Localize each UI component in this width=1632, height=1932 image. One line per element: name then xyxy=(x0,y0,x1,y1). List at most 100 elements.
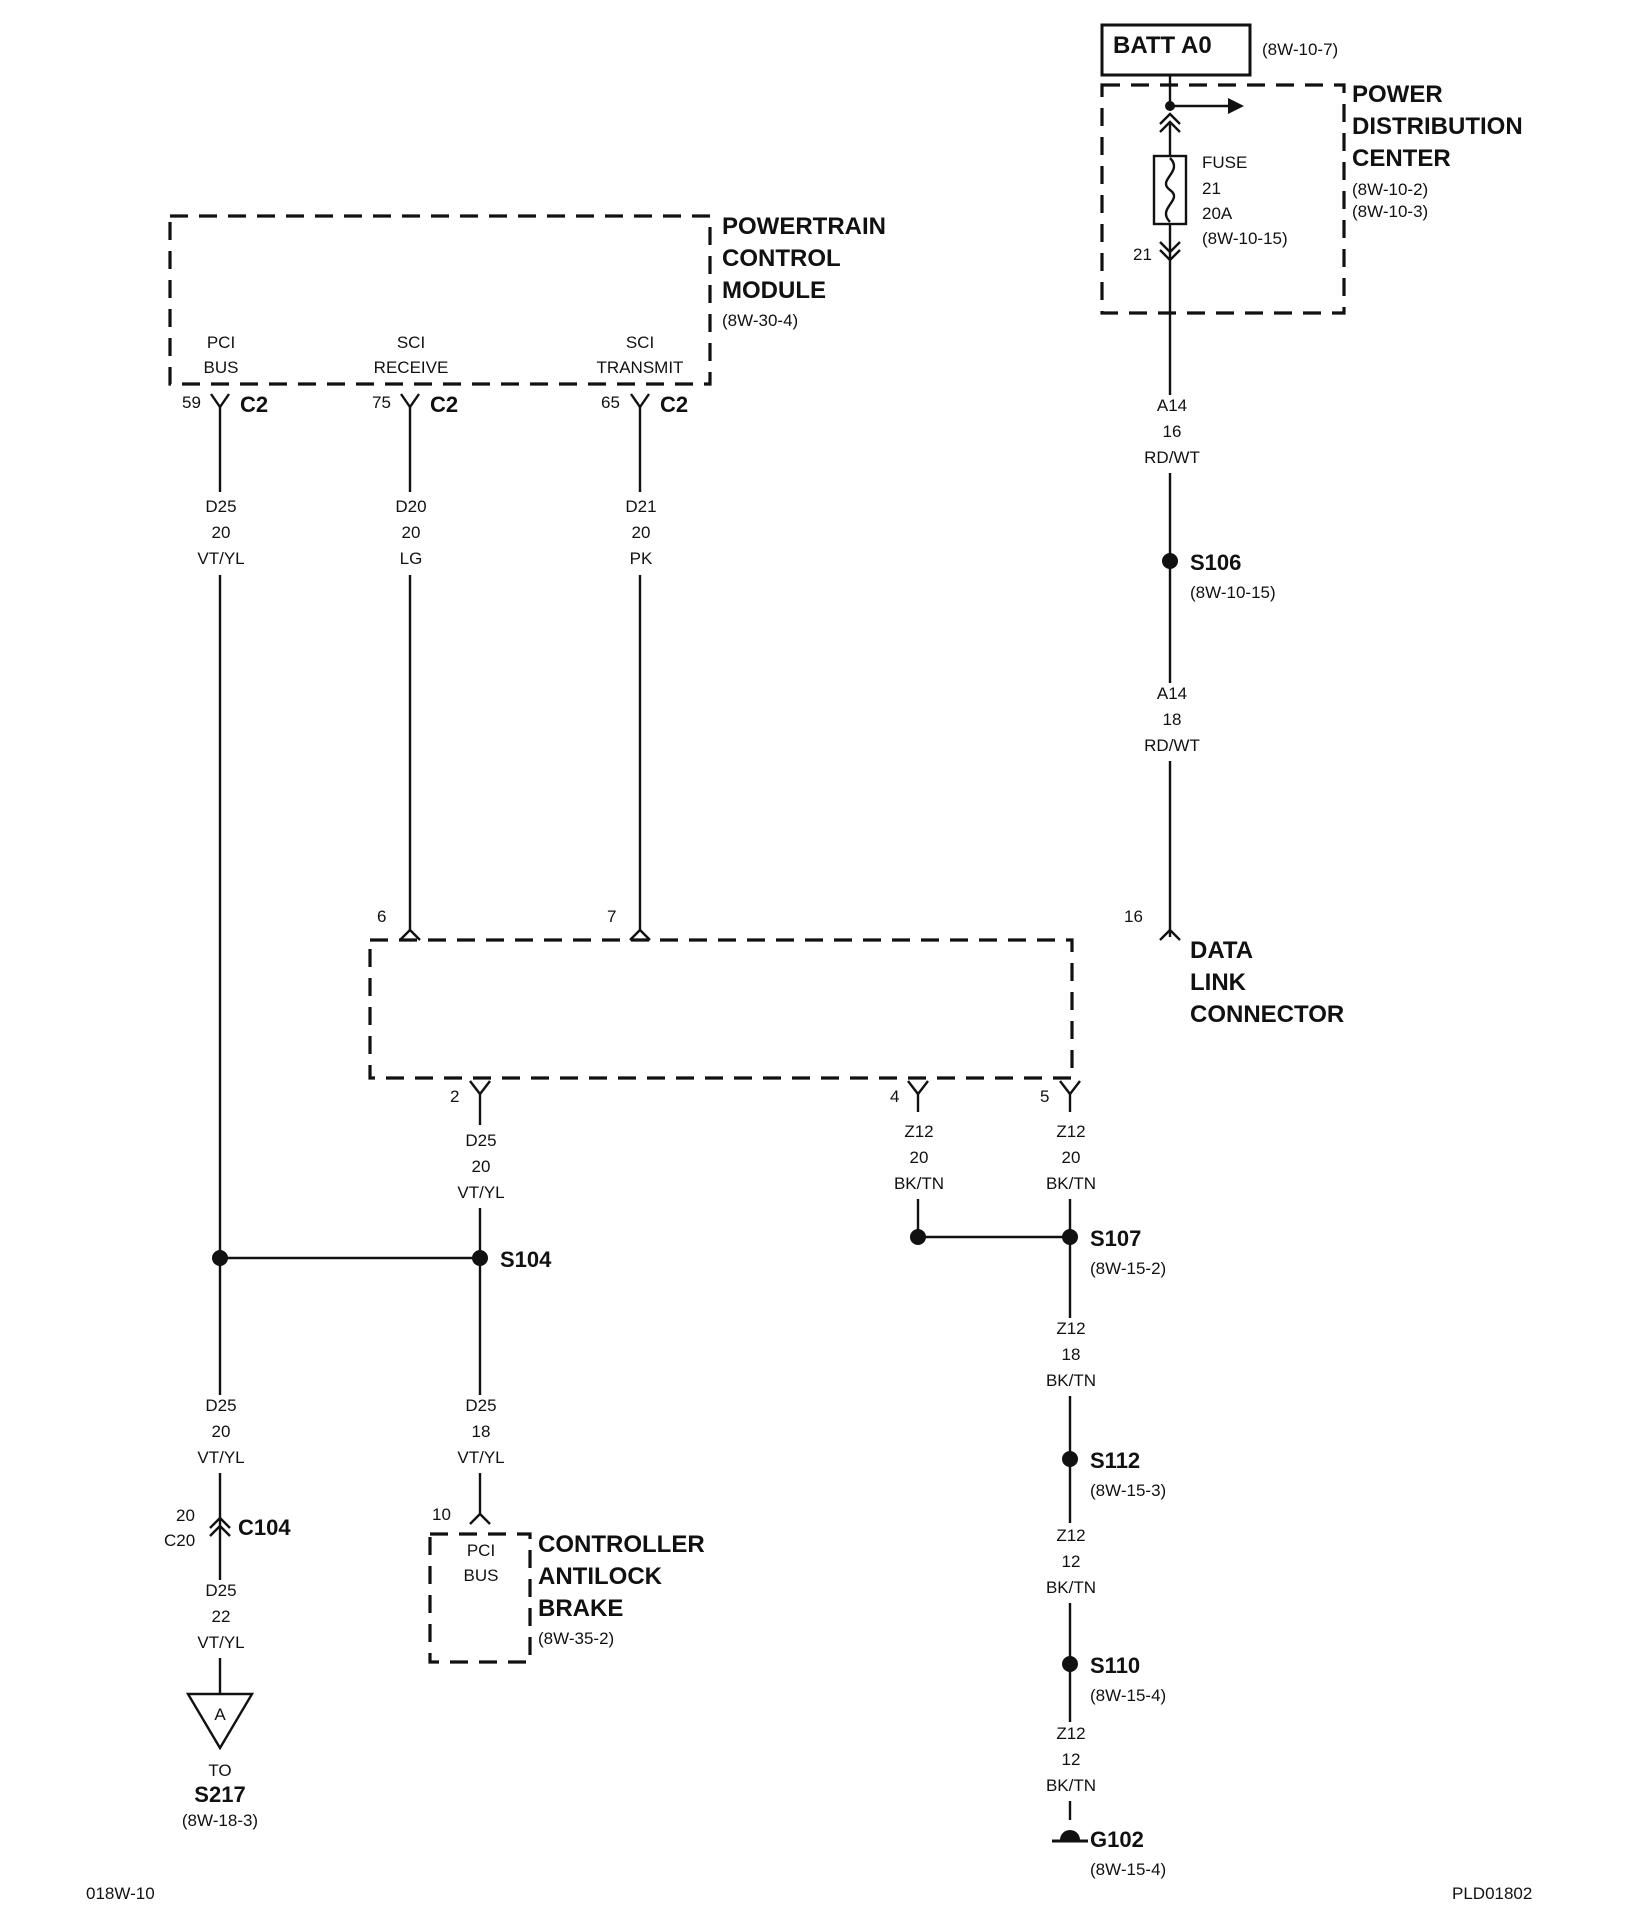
g102-ref: (8W-15-4) xyxy=(1090,1860,1166,1879)
offpage-a-triangle xyxy=(185,1692,255,1751)
z12-pin4-gauge: 20 xyxy=(910,1148,929,1167)
d25-left-lower-code: D25 xyxy=(205,1396,236,1415)
s112-splice xyxy=(1062,1451,1078,1467)
pcm-sci-rx-label-1: SCI xyxy=(397,333,425,352)
cab-wire-code: D25 xyxy=(465,1396,496,1415)
pdc-ref-2: (8W-10-3) xyxy=(1352,202,1428,221)
offpage-s217: S217 xyxy=(194,1782,245,1807)
fuse-element xyxy=(1164,157,1176,223)
dlc-pin-6-fork xyxy=(399,928,421,941)
s104-label: S104 xyxy=(500,1247,552,1272)
pcm-pin-59: 59 xyxy=(182,393,201,412)
pcm-name-1: POWERTRAIN xyxy=(722,213,886,240)
z12-12a-color: BK/TN xyxy=(1046,1578,1096,1597)
pcm-pin-75-fork xyxy=(400,393,420,410)
cab-name-2: ANTILOCK xyxy=(538,1563,663,1590)
dlc-pin-4: 4 xyxy=(890,1087,899,1106)
pcm-sci-rx-label-2: RECEIVE xyxy=(374,358,449,377)
cab-wire-gauge: 18 xyxy=(472,1422,491,1441)
z12-12b-color: BK/TN xyxy=(1046,1776,1096,1795)
d25-pcm-code: D25 xyxy=(205,497,236,516)
footer-right-code: PLD01802 xyxy=(1452,1884,1532,1903)
dlc-pin-7: 7 xyxy=(607,907,616,926)
z12-pin5-color: BK/TN xyxy=(1046,1174,1096,1193)
d25-left-lower-color: VT/YL xyxy=(197,1448,244,1467)
pdc-ref-1: (8W-10-2) xyxy=(1352,180,1428,199)
d25-left-lower-gauge: 20 xyxy=(212,1422,231,1441)
cab-pin-10-fork xyxy=(469,1512,491,1525)
a14-lower-color: RD/WT xyxy=(1144,736,1200,755)
fuse-line-1: FUSE xyxy=(1202,153,1247,172)
cab-ref: (8W-35-2) xyxy=(538,1629,614,1648)
dlc-pin-2: 2 xyxy=(450,1087,459,1106)
cab-name-1: CONTROLLER xyxy=(538,1531,705,1558)
pcm-sci-tx-label-1: SCI xyxy=(626,333,654,352)
dlc-pin-16-fork xyxy=(1159,928,1181,941)
z12-18-code: Z12 xyxy=(1056,1319,1085,1338)
d25-pcm-color: VT/YL xyxy=(197,549,244,568)
d21-color: PK xyxy=(630,549,653,568)
s104-splice xyxy=(472,1250,488,1266)
cab-wire-color: VT/YL xyxy=(457,1448,504,1467)
dlc-name-1: DATA xyxy=(1190,937,1253,964)
pcm-pci-label-2: BUS xyxy=(204,358,239,377)
z12-18-color: BK/TN xyxy=(1046,1371,1096,1390)
pdc-box xyxy=(1100,83,1346,315)
offpage-to: TO xyxy=(208,1761,231,1780)
z12-12a-gauge: 12 xyxy=(1062,1552,1081,1571)
fuse-top-chevron-1 xyxy=(1159,112,1181,125)
c104-chevron-2 xyxy=(209,1524,231,1537)
pcm-pin-65: 65 xyxy=(601,393,620,412)
fuse-bottom-chevron-1 xyxy=(1159,241,1181,254)
dlc-pin-16: 16 xyxy=(1124,907,1143,926)
dlc-pin-2-fork xyxy=(469,1080,491,1096)
s112-label: S112 xyxy=(1090,1448,1140,1473)
z12-pin5-gauge: 20 xyxy=(1062,1148,1081,1167)
s106-ref: (8W-10-15) xyxy=(1190,583,1276,602)
cab-box xyxy=(428,1532,532,1664)
a14-lower-gauge: 18 xyxy=(1163,710,1182,729)
offpage-a-letter: A xyxy=(214,1705,226,1724)
cab-pci-label-1: PCI xyxy=(467,1541,495,1560)
s106-label: S106 xyxy=(1190,550,1241,575)
offpage-ref: (8W-18-3) xyxy=(182,1811,258,1830)
s110-ref: (8W-15-4) xyxy=(1090,1686,1166,1705)
fuse-top-chevron-2 xyxy=(1159,120,1181,133)
fuse-line-3: 20A xyxy=(1202,204,1233,223)
d21-code: D21 xyxy=(625,497,656,516)
d20-color: LG xyxy=(400,549,423,568)
left-splice-node xyxy=(212,1250,228,1266)
s110-splice xyxy=(1062,1656,1078,1672)
fuse-pin-21: 21 xyxy=(1133,245,1152,264)
pcm-box xyxy=(168,214,712,386)
s107-ref: (8W-15-2) xyxy=(1090,1259,1166,1278)
pdc-name-3: CENTER xyxy=(1352,145,1451,172)
z12-pin5-code: Z12 xyxy=(1056,1122,1085,1141)
c104-label: C104 xyxy=(238,1515,291,1540)
dlc-pin-4-fork xyxy=(907,1080,929,1096)
z12-12b-gauge: 12 xyxy=(1062,1750,1081,1769)
s106-splice xyxy=(1162,553,1178,569)
pdc-name-2: DISTRIBUTION xyxy=(1352,113,1523,140)
dlc-pin-5: 5 xyxy=(1040,1087,1049,1106)
dlc-box xyxy=(368,938,1074,1080)
c104-chevron-1 xyxy=(209,1516,231,1529)
s110-label: S110 xyxy=(1090,1653,1140,1678)
g102-label: G102 xyxy=(1090,1827,1144,1852)
d25-pcm-gauge: 20 xyxy=(212,523,231,542)
pdc-name-1: POWER xyxy=(1352,81,1443,108)
pcm-pci-label-1: PCI xyxy=(207,333,235,352)
d25-dlc-gauge: 20 xyxy=(472,1157,491,1176)
pcm-pin-65-conn: C2 xyxy=(660,392,688,417)
cab-pin-10: 10 xyxy=(432,1505,451,1524)
s107-splice xyxy=(1062,1229,1078,1245)
fuse-line-2: 21 xyxy=(1202,179,1221,198)
batt-a0-label: BATT A0 xyxy=(1113,32,1212,59)
z12-pin4-color: BK/TN xyxy=(894,1174,944,1193)
c104-pin-2: C20 xyxy=(164,1531,195,1550)
dlc-pin-6: 6 xyxy=(377,907,386,926)
pcm-name-3: MODULE xyxy=(722,277,826,304)
g102-ground-icon xyxy=(1060,1830,1080,1840)
pcm-ref: (8W-30-4) xyxy=(722,311,798,330)
